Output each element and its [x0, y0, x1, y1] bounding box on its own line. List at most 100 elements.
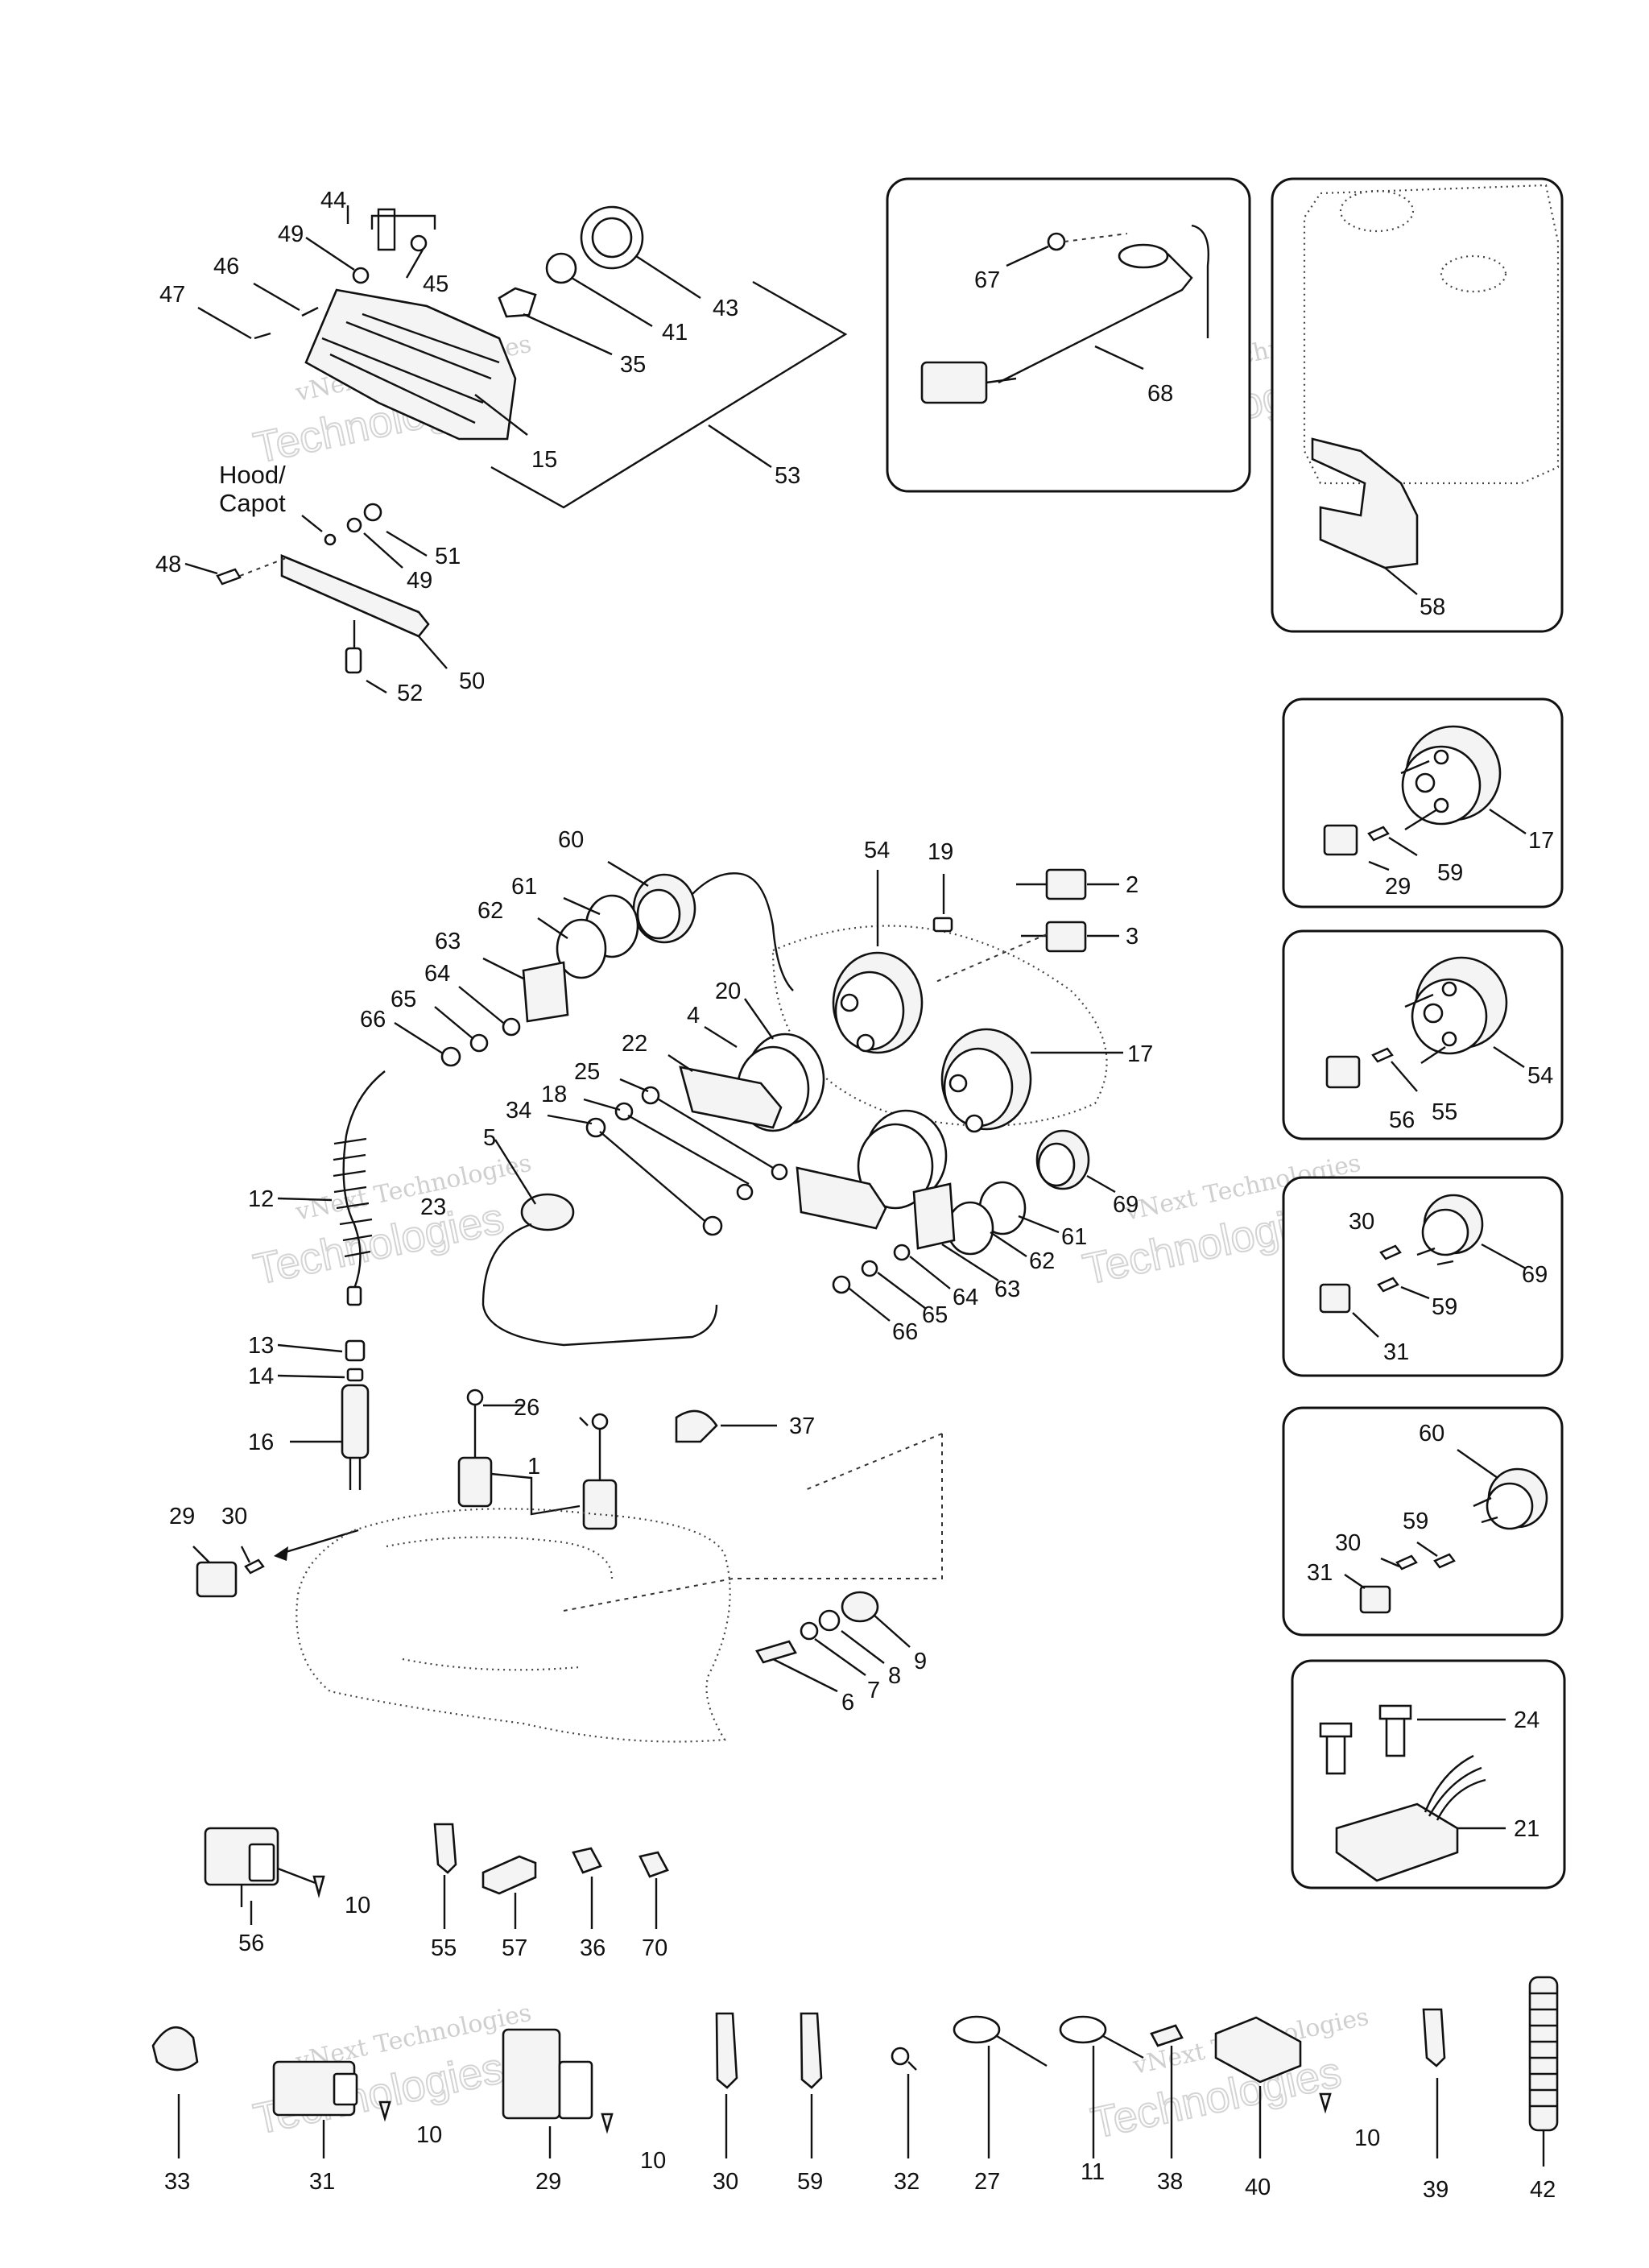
callout-23: 23	[420, 1194, 446, 1220]
dashboard-callouts: 60 54 19 2 3 61 62 63 64 65 66 20 4 22 2…	[360, 827, 1153, 1345]
callout-47: 47	[159, 282, 185, 308]
tank-bracket	[1311, 437, 1419, 569]
dashboard-cluster	[394, 860, 1123, 1347]
callout-17: 17	[1127, 1041, 1153, 1067]
lockwasher-65	[469, 1033, 489, 1053]
callout-59: 59	[1432, 1294, 1457, 1320]
clip-57	[481, 1855, 537, 1895]
callout-11: 11	[1081, 2159, 1105, 2185]
toggle-switch-1a	[457, 1456, 493, 1508]
terminal-cap-10b	[378, 2100, 391, 2122]
callout-3: 3	[1126, 924, 1139, 950]
connector-40	[1214, 2016, 1302, 2084]
callout-31: 31	[309, 2169, 335, 2195]
callout-10: 10	[640, 2148, 666, 2174]
callout-68: 68	[1147, 381, 1173, 407]
inset-gauge-69: 30 69 59 31	[1282, 1176, 1564, 1377]
part-8	[818, 1609, 841, 1632]
callout-26: 26	[514, 1395, 539, 1421]
callout-37: 37	[789, 1413, 815, 1439]
callout-39: 39	[1423, 2177, 1449, 2203]
headlight-callouts: 44 49 45 46 47 35 41 43 15 53 Hood/ Capo…	[155, 188, 800, 706]
callout-66: 66	[360, 1007, 386, 1033]
watermark-mid-left: vNext Technologies Technologies	[249, 1149, 534, 1295]
bulb-socket	[498, 287, 537, 318]
callout-50: 50	[459, 668, 485, 694]
callout-53: 53	[775, 463, 800, 489]
callout-25: 25	[574, 1059, 600, 1085]
connector-29	[196, 1561, 238, 1598]
callout-12: 12	[248, 1186, 274, 1212]
callout-56: 56	[238, 1931, 264, 1956]
callout-54: 54	[864, 838, 890, 863]
callout-52: 52	[397, 681, 423, 706]
bracket	[377, 208, 396, 251]
callout-29: 29	[1385, 874, 1411, 900]
watermark-bottom-right: vNext Technologies Technologies	[1086, 2003, 1371, 2149]
callout-27: 27	[974, 2169, 1000, 2195]
callout-35: 35	[620, 352, 646, 378]
callout-59: 59	[1403, 1509, 1428, 1534]
switch-3	[1045, 921, 1087, 953]
screw-19	[932, 917, 953, 933]
callout-64: 64	[424, 961, 450, 987]
callout-30: 30	[221, 1504, 247, 1529]
callout-8: 8	[888, 1663, 901, 1689]
hull-outline	[295, 1508, 731, 1743]
hood-bracket	[280, 554, 430, 638]
callout-38: 38	[1157, 2169, 1183, 2195]
callout-49: 49	[278, 221, 304, 247]
cable-12	[342, 1070, 386, 1289]
washer-64	[502, 1017, 521, 1037]
callout-61: 61	[1061, 1224, 1087, 1250]
voltage-regulator	[1335, 1802, 1459, 1882]
connector-31	[1319, 1283, 1351, 1314]
callout-51: 51	[435, 544, 461, 569]
clip-37	[675, 1409, 718, 1443]
terminal-30	[715, 2012, 738, 2089]
sender-nut	[1047, 232, 1066, 251]
bracket-22b	[796, 1166, 887, 1230]
callout-13: 13	[248, 1333, 274, 1359]
callout-48: 48	[155, 552, 181, 577]
callout-33: 33	[164, 2169, 190, 2195]
callout-49: 49	[407, 568, 432, 594]
callout-36: 36	[580, 1935, 605, 1961]
callout-59: 59	[1437, 860, 1463, 886]
callout-34: 34	[506, 1098, 531, 1124]
sleeve-42	[1528, 1976, 1559, 2132]
callout-56: 56	[1389, 1107, 1415, 1133]
grommet	[345, 647, 362, 674]
callout-32: 32	[894, 2169, 920, 2195]
sender-float	[920, 361, 988, 404]
callout-15: 15	[531, 447, 557, 473]
callout-29: 29	[535, 2169, 561, 2195]
callout-29: 29	[169, 1504, 195, 1529]
bolt	[1385, 1712, 1406, 1757]
bracket-63	[522, 961, 569, 1023]
callout-7: 7	[867, 1678, 880, 1703]
connector-29	[502, 2028, 561, 2120]
callout-69: 69	[1113, 1192, 1139, 1218]
callout-30: 30	[1349, 1209, 1374, 1235]
callout-59: 59	[797, 2169, 823, 2195]
callout-14: 14	[248, 1364, 274, 1389]
callout-31: 31	[1383, 1339, 1409, 1365]
sender-flange	[1118, 243, 1169, 269]
hood-label-line1: Hood/	[219, 461, 286, 489]
callout-64: 64	[953, 1285, 978, 1310]
fuel-tank-outline	[1303, 184, 1560, 485]
toggle-switch-1b	[582, 1479, 618, 1530]
callout-66: 66	[892, 1319, 918, 1345]
callout-6: 6	[841, 1690, 854, 1715]
callout-69: 69	[1522, 1262, 1548, 1288]
bezel-62b	[946, 1201, 994, 1256]
callout-24: 24	[1514, 1707, 1539, 1733]
callout-62: 62	[1029, 1248, 1055, 1274]
inset-gauge-60: 60 59 30 31	[1282, 1406, 1564, 1637]
bracket-63b	[912, 1182, 956, 1250]
cap-13	[345, 1339, 366, 1362]
callout-60: 60	[558, 827, 584, 853]
callout-65: 65	[922, 1302, 948, 1328]
